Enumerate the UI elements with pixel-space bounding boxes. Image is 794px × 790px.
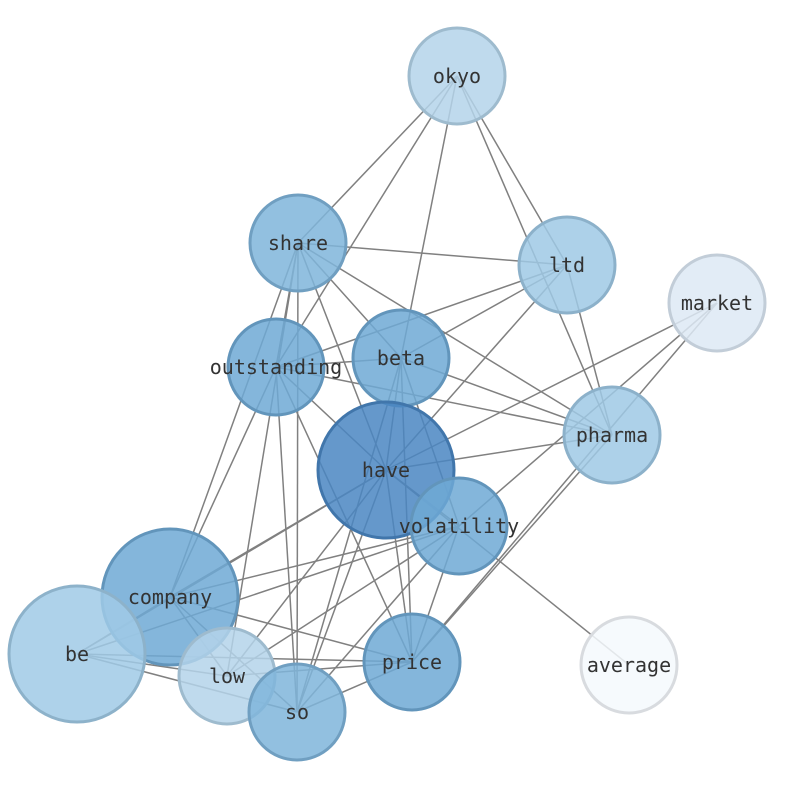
node-market[interactable]: market: [667, 253, 767, 353]
node-price[interactable]: price: [362, 612, 462, 712]
edge-outstanding-so: [275, 366, 298, 713]
node-label-outstanding: outstanding: [210, 355, 342, 379]
node-label-beta: beta: [377, 346, 425, 370]
node-label-price: price: [382, 650, 442, 674]
node-circle-outstanding[interactable]: [226, 317, 326, 417]
node-outstanding[interactable]: outstanding: [210, 317, 342, 417]
nodes-layer: okyo share ltd market beta outstanding pharma h…: [7, 26, 767, 762]
node-circle-volatility[interactable]: [409, 476, 509, 576]
node-pharma[interactable]: pharma: [562, 385, 662, 485]
node-beta[interactable]: beta: [351, 308, 451, 408]
node-label-okyo: okyo: [433, 64, 481, 88]
edge-share-so: [296, 242, 299, 713]
node-circle-share[interactable]: [248, 193, 348, 293]
node-circle-market[interactable]: [667, 253, 767, 353]
node-label-volatility: volatility: [399, 514, 519, 538]
node-circle-average[interactable]: [579, 615, 679, 715]
node-label-low: low: [209, 664, 246, 688]
edge-market-price: [411, 302, 718, 663]
node-label-pharma: pharma: [576, 423, 648, 447]
node-average[interactable]: average: [579, 615, 679, 715]
node-circle-pharma[interactable]: [562, 385, 662, 485]
node-label-average: average: [587, 653, 671, 677]
node-circle-okyo[interactable]: [407, 26, 507, 126]
node-share[interactable]: share: [248, 193, 348, 293]
node-label-company: company: [128, 585, 212, 609]
node-be[interactable]: be: [7, 584, 147, 724]
node-circle-be[interactable]: [7, 584, 147, 724]
edge-outstanding-pharma: [275, 366, 613, 436]
node-circle-so[interactable]: [247, 662, 347, 762]
edge-pharma-price: [411, 434, 613, 663]
node-ltd[interactable]: ltd: [517, 215, 617, 315]
node-label-ltd: ltd: [549, 253, 585, 277]
node-so[interactable]: so: [247, 662, 347, 762]
node-label-be: be: [65, 642, 89, 666]
node-label-so: so: [285, 700, 309, 724]
node-volatility[interactable]: volatility: [399, 476, 519, 576]
edge-share-pharma: [297, 242, 613, 436]
node-label-share: share: [268, 231, 328, 255]
node-circle-price[interactable]: [362, 612, 462, 712]
edge-okyo-outstanding: [275, 75, 458, 368]
node-label-market: market: [681, 291, 753, 315]
node-label-have: have: [362, 458, 410, 482]
node-circle-ltd[interactable]: [517, 215, 617, 315]
node-okyo[interactable]: okyo: [407, 26, 507, 126]
